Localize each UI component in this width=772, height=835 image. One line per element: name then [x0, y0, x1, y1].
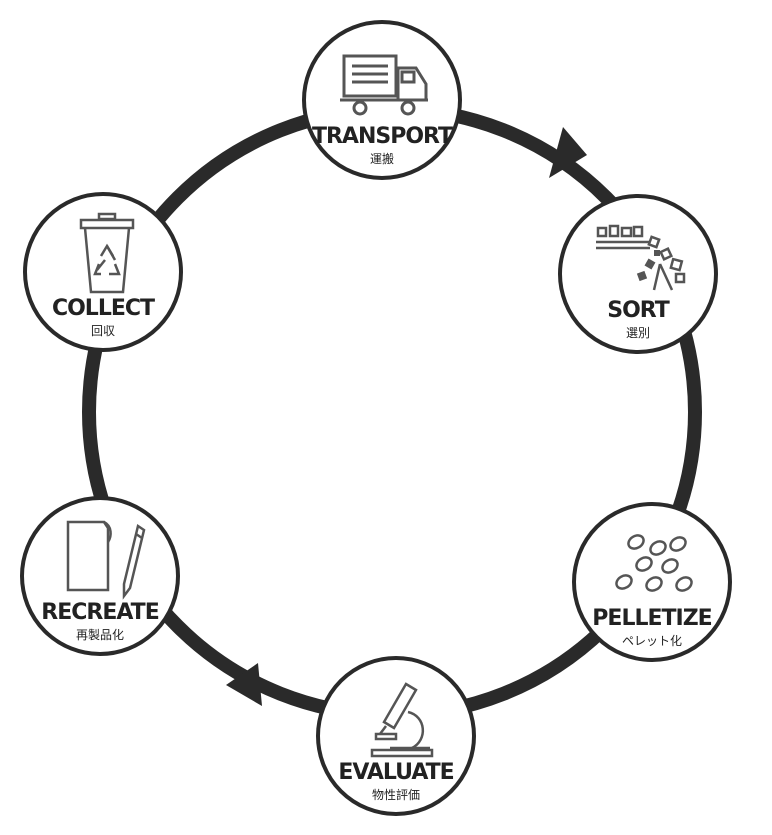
arrowhead-transport-to-sort [549, 127, 587, 178]
step-collect: COLLECT 回収 [23, 192, 183, 352]
step-title: TRANSPORT [311, 124, 453, 149]
step-subtitle: 運搬 [369, 152, 394, 166]
step-subtitle: 再製品化 [75, 628, 124, 642]
step-sort: SORT 選別 [558, 194, 718, 354]
step-subtitle: 選別 [625, 326, 650, 340]
step-title: PELLETIZE [592, 606, 712, 631]
step-transport: TRANSPORT 運搬 [302, 20, 462, 180]
step-title: RECREATE [41, 600, 159, 625]
arrowhead-evaluate-to-recreate [226, 663, 262, 706]
step-subtitle: 回収 [90, 324, 115, 338]
recycle-bin-icon [57, 212, 157, 298]
sorting-conveyor-icon [592, 214, 692, 300]
step-pelletize: PELLETIZE ペレット化 [572, 502, 732, 662]
step-subtitle: ペレット化 [621, 634, 682, 648]
microscope-icon [350, 676, 450, 762]
step-title: SORT [607, 298, 670, 323]
step-title: EVALUATE [338, 760, 454, 785]
step-evaluate: EVALUATE 物性評価 [316, 656, 476, 816]
step-recreate: RECREATE 再製品化 [20, 496, 180, 656]
step-subtitle: 物性評価 [371, 788, 420, 802]
folder-pen-icon [54, 516, 154, 602]
step-title: COLLECT [51, 296, 155, 321]
pellets-icon [606, 522, 706, 608]
truck-icon [336, 40, 436, 126]
